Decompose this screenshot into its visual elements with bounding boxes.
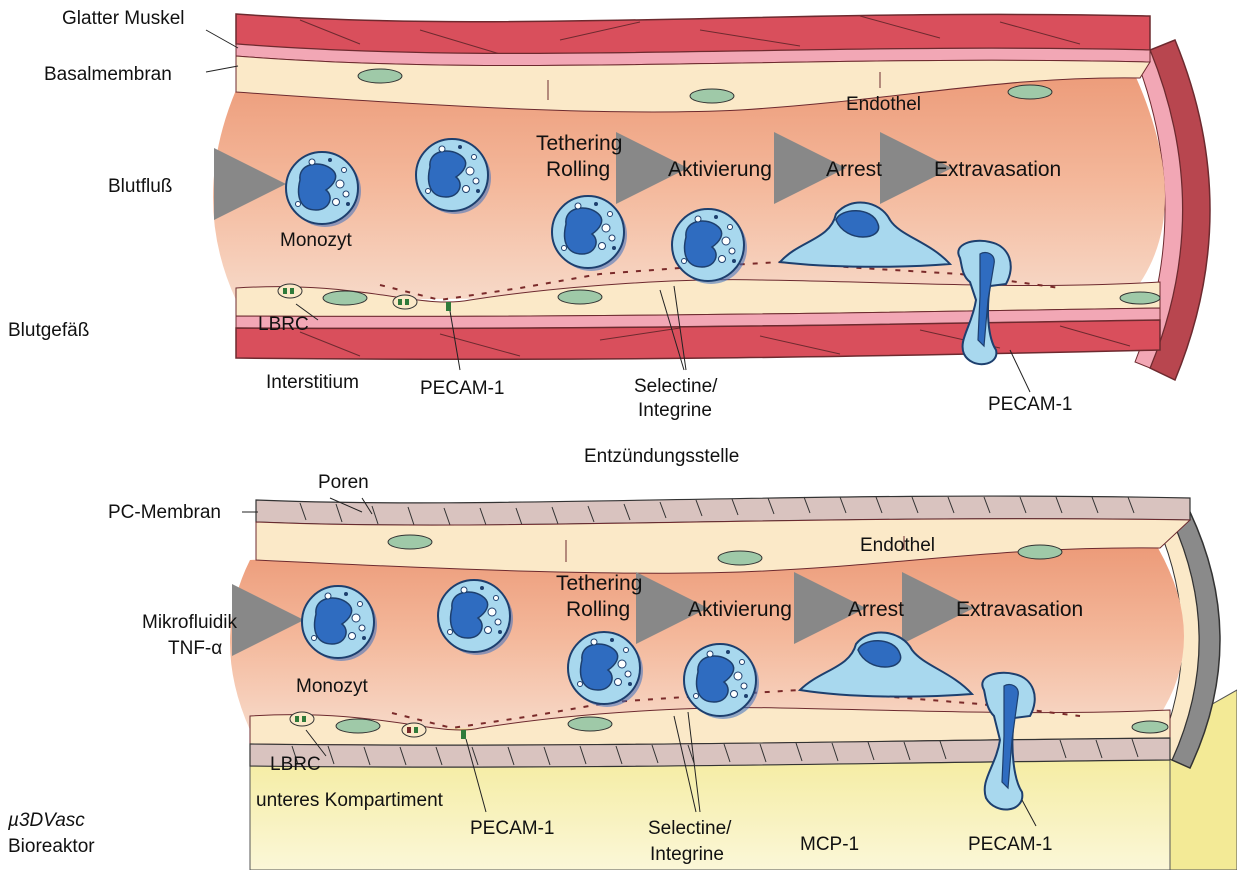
step-arrest-bottom: Arrest (848, 598, 904, 621)
label-pc-membrane: PC-Membran (108, 502, 221, 523)
step-activation-bottom: Aktivierung (688, 598, 792, 621)
label-smooth-muscle: Glatter Muskel (62, 8, 184, 29)
label-basement-membrane: Basalmembran (44, 64, 172, 85)
label-tnf-alpha: TNF-α (168, 638, 222, 659)
label-pecam-left-top: PECAM-1 (420, 378, 504, 399)
label-blood-vessel: Blutgefäß (8, 320, 89, 341)
label-device-name: µ3DVasc (7, 810, 85, 831)
label-lower-compartment: unteres Kompartiment (256, 790, 444, 811)
label-pecam-left-bottom: PECAM-1 (470, 818, 554, 839)
step-extravasation-bottom: Extravasation (956, 598, 1083, 621)
step-rolling-top: Rolling (546, 158, 610, 181)
label-lbrc-top: LBRC (258, 314, 309, 335)
label-endothelium-top: Endothel (846, 94, 921, 115)
top-vessel (213, 14, 1210, 380)
label-mcp1: MCP-1 (800, 834, 859, 855)
label-pores: Poren (318, 472, 369, 493)
label-selectins-top: Selectine/ (634, 376, 718, 397)
label-pecam-right-bottom: PECAM-1 (968, 834, 1052, 855)
label-pecam-right-top: PECAM-1 (988, 394, 1072, 415)
label-monocyte-top: Monozyt (280, 230, 353, 251)
step-tethering-top: Tethering (536, 132, 622, 155)
label-blood-flow: Blutfluß (108, 176, 172, 197)
label-inflammation-site: Entzündungsstelle (584, 446, 739, 467)
label-integrins-bottom: Integrine (650, 844, 724, 865)
label-endothelium-bottom: Endothel (860, 535, 935, 556)
label-device-type: Bioreaktor (8, 836, 95, 857)
label-monocyte-bottom: Monozyt (296, 676, 369, 697)
step-tethering-bottom: Tethering (556, 572, 642, 595)
label-selectins-bottom: Selectine/ (648, 818, 732, 839)
step-activation-top: Aktivierung (668, 158, 772, 181)
label-interstitium: Interstitium (266, 372, 359, 393)
step-extravasation-top: Extravasation (934, 158, 1061, 181)
label-integrins-top: Integrine (638, 400, 712, 421)
step-arrest-top: Arrest (826, 158, 882, 181)
label-lbrc-bottom: LBRC (270, 754, 321, 775)
step-rolling-bottom: Rolling (566, 598, 630, 621)
label-microfluidics: Mikrofluidik (142, 612, 238, 633)
